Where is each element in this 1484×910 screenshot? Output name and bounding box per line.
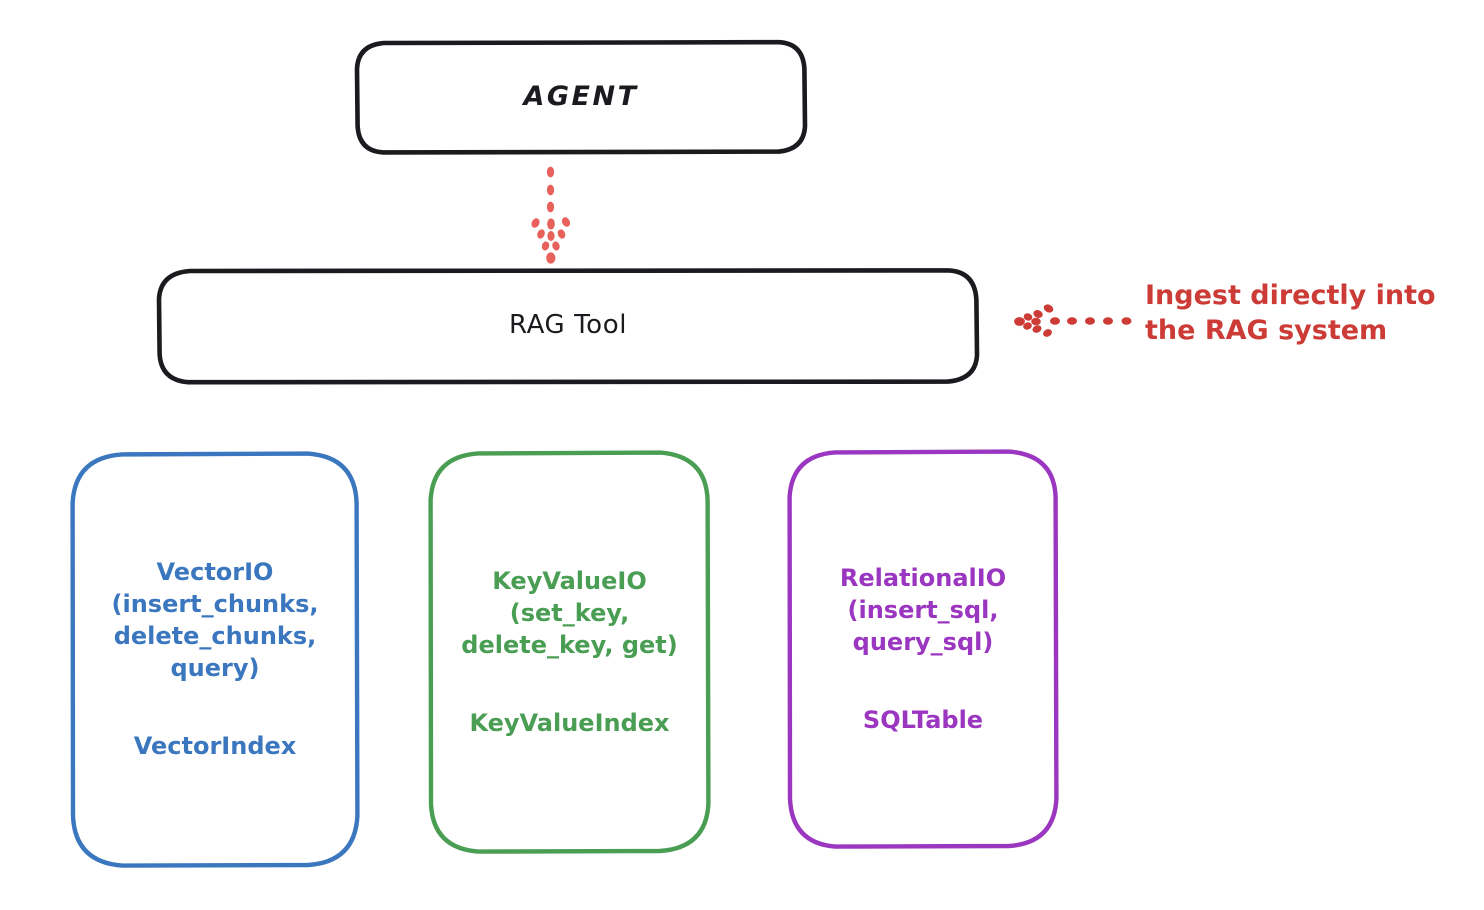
relational-io-node[interactable]: RelationalIO (insert_sql, query_sql) SQL… [787, 449, 1059, 849]
rag-tool-node[interactable]: RAG Tool [156, 268, 980, 385]
relational-io-api-label: RelationalIO (insert_sql, query_sql) [839, 563, 1007, 656]
vector-io-index-label: VectorIndex [133, 731, 297, 760]
key-value-io-api-label: KeyValueIO (set_key, delete_key, get) [461, 566, 678, 659]
agent-to-rag-tool-connector [531, 166, 571, 264]
key-value-io-index-label: KeyValueIndex [469, 708, 670, 737]
agent-node-label: AGENT [523, 80, 639, 112]
relational-io-index-label: SQLTable [862, 705, 984, 734]
vector-io-api-label: VectorIO (insert_chunks, delete_chunks, … [111, 558, 319, 683]
ingest-annotation-text: Ingest directly into the RAG system [1145, 280, 1436, 347]
key-value-io-node[interactable]: KeyValueIO (set_key, delete_key, get) Ke… [428, 450, 711, 854]
rag-tool-node-label: RAG Tool [508, 310, 628, 341]
agent-node[interactable]: AGENT [354, 39, 808, 155]
vector-io-node[interactable]: VectorIO (insert_chunks, delete_chunks, … [70, 451, 360, 868]
ingest-arrow-connector [1014, 304, 1132, 337]
